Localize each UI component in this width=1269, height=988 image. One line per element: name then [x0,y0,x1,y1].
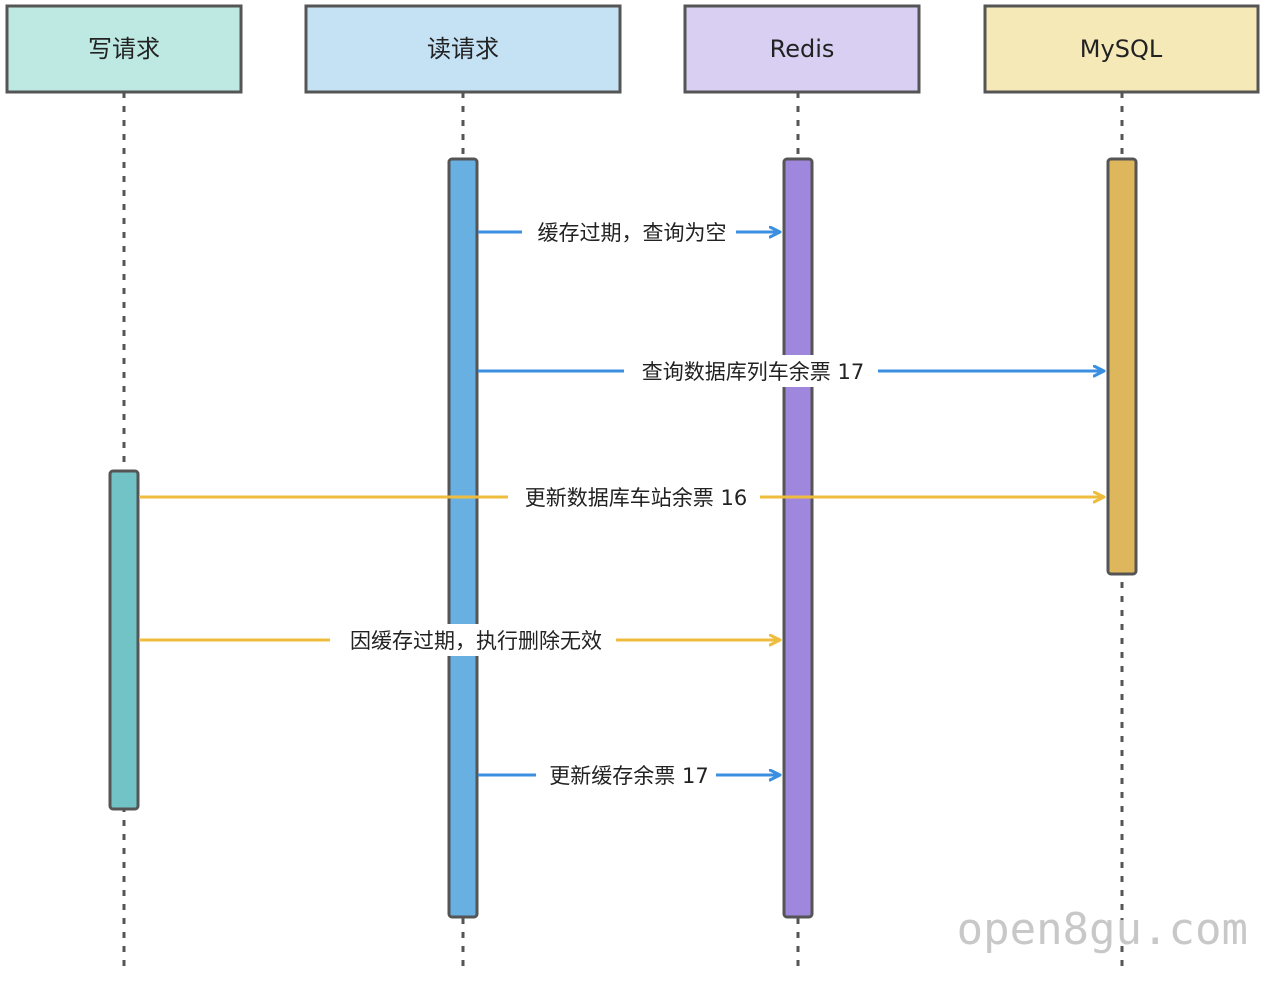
message-label-2: 查询数据库列车余票 17 [642,360,864,384]
message-2: 查询数据库列车余票 17 [478,355,1104,387]
actor-write: 写请求 [5,4,243,94]
activation-bar-read [447,157,479,919]
actor-mysql: MySQL [983,4,1260,94]
watermark: open8gu.com [957,904,1248,955]
actor-redis: Redis [683,4,921,94]
actor-label-write: 写请求 [88,35,160,63]
message-3: 更新数据库车站余票 16 [139,481,1104,513]
activation-bar-write [108,469,140,811]
message-label-3: 更新数据库车站余票 16 [525,486,747,510]
message-4: 因缓存过期，执行删除无效 [139,624,780,656]
actor-read: 读请求 [304,4,622,94]
message-label-1: 缓存过期，查询为空 [538,221,727,245]
activation-bar-redis [782,157,814,919]
message-label-5: 更新缓存余票 17 [549,764,708,788]
actor-label-redis: Redis [770,35,835,63]
message-5: 更新缓存余票 17 [478,759,780,791]
actor-label-read: 读请求 [427,35,499,63]
actor-label-mysql: MySQL [1080,35,1163,63]
message-label-4: 因缓存过期，执行删除无效 [350,629,602,653]
message-1: 缓存过期，查询为空 [478,216,780,248]
activation-bar-mysql [1106,157,1138,576]
